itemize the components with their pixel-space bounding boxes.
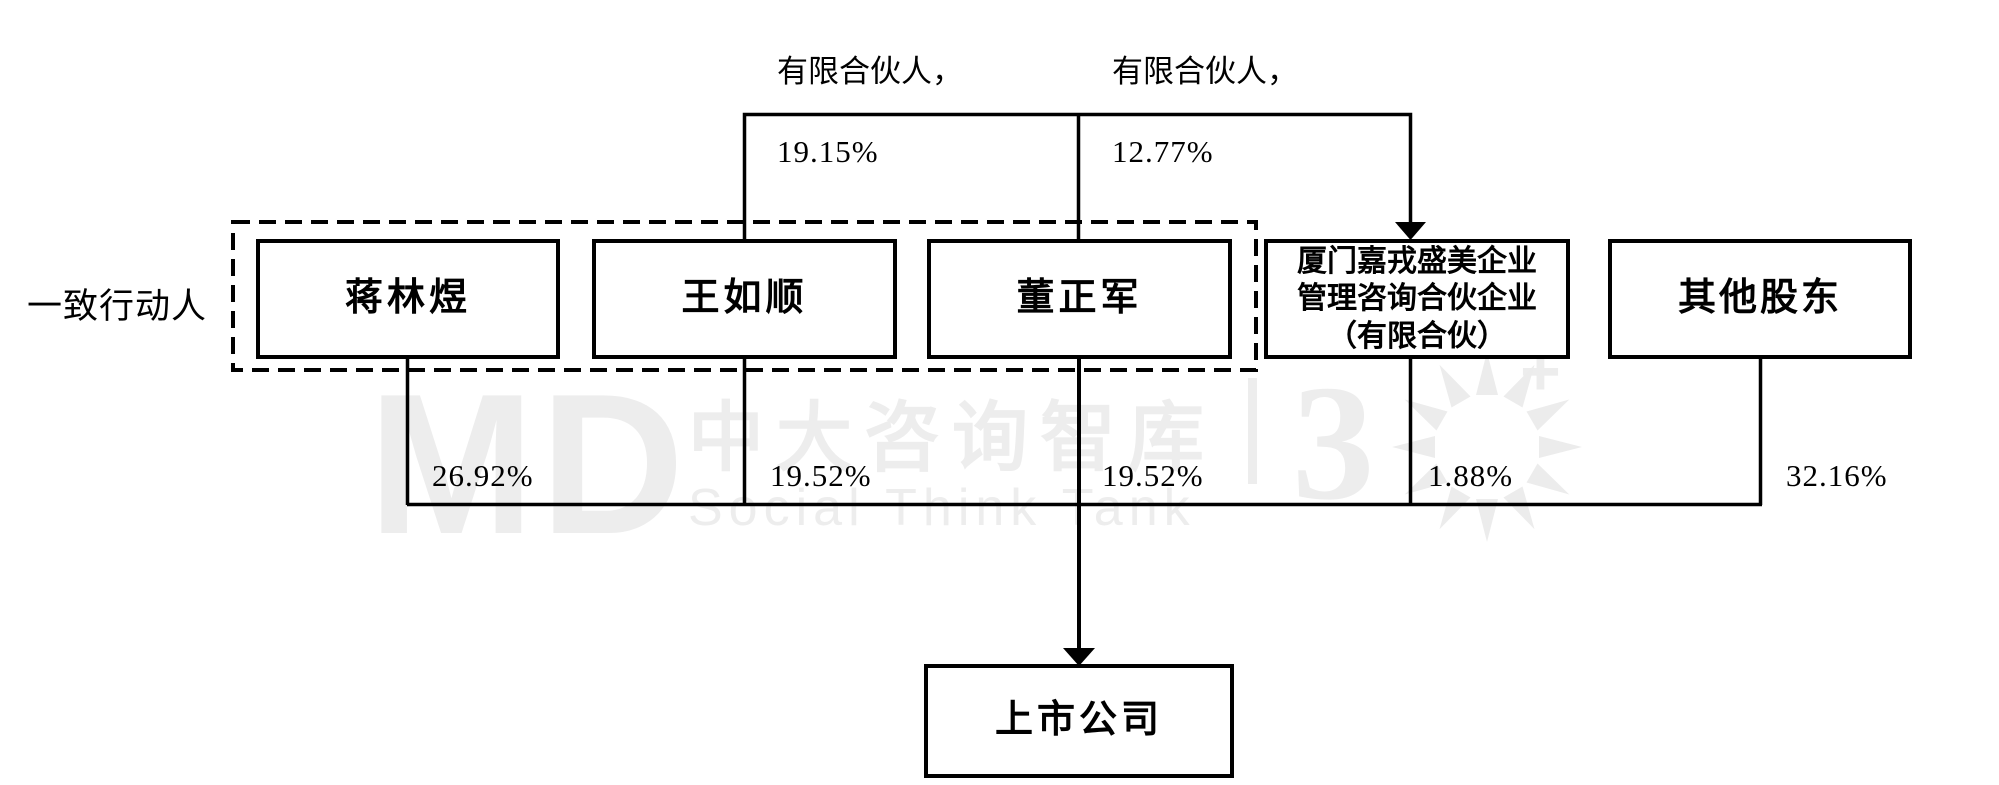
pct-wang: 19.52%: [770, 458, 872, 493]
node-xiamen-jiarong: 厦门嘉戎盛美企业 管理咨询合伙企业 （有限合伙）: [1264, 239, 1570, 359]
top-pct-19-15: 19.15%: [777, 134, 879, 169]
watermark-en-text: Social Think Tank: [688, 479, 1196, 537]
node-other-shareholders: 其他股东: [1608, 239, 1912, 359]
watermark-divider-bar: [1248, 378, 1257, 484]
pct-xiamen: 1.88%: [1428, 458, 1514, 493]
watermark-logo-d: D: [540, 353, 685, 576]
pct-dong: 19.52%: [1102, 458, 1204, 493]
concert-group-label: 一致行动人: [27, 287, 208, 326]
limited-partner-label-2: 有限合伙人，: [1112, 54, 1298, 89]
node-jiang-linyu: 蒋林煜: [256, 239, 560, 359]
limited-partner-label-1: 有限合伙人，: [777, 54, 963, 89]
node-listed-company: 上市公司: [924, 664, 1234, 778]
pct-jiang: 26.92%: [432, 458, 534, 493]
node-dong-zhengjun: 董正军: [927, 239, 1232, 359]
top-pct-12-77: 12.77%: [1112, 134, 1214, 169]
pct-others: 32.16%: [1786, 458, 1888, 493]
watermark-cn-text: 中大咨询智库: [688, 393, 1216, 482]
watermark-three: 3: [1292, 351, 1375, 534]
watermark-logo-m: M: [368, 353, 535, 576]
node-wang-rushun: 王如顺: [592, 239, 897, 359]
